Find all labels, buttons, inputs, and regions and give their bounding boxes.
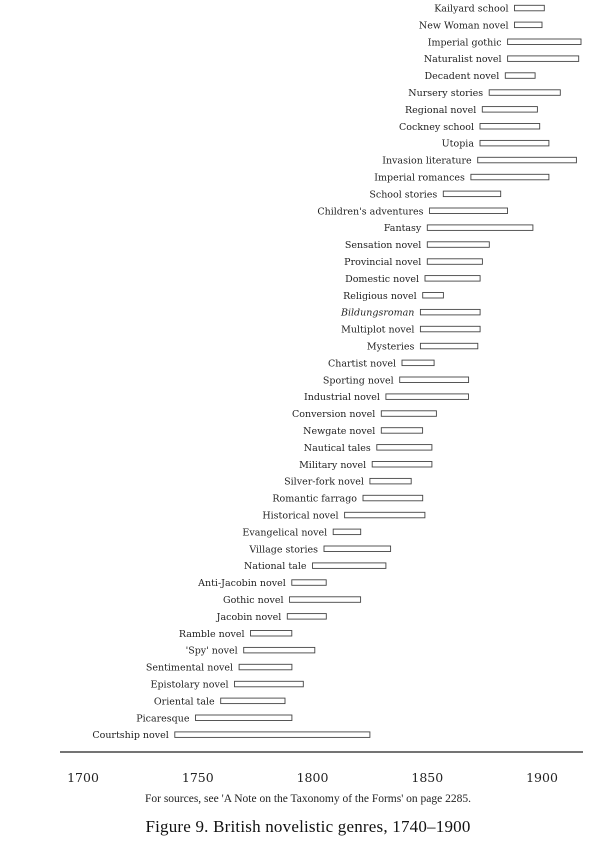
genre-bar <box>429 207 508 214</box>
genre-bar <box>424 275 481 282</box>
genre-label: Sporting novel <box>323 375 394 386</box>
genre-label: Picaresque <box>136 713 190 724</box>
genre-bar <box>507 55 580 62</box>
genre-bar <box>481 106 538 113</box>
genre-bar <box>250 630 293 637</box>
genre-label: School stories <box>369 189 437 200</box>
genre-bar <box>426 258 483 265</box>
genre-label: Oriental tale <box>154 696 215 707</box>
genre-bar <box>376 444 433 451</box>
genre-label: Utopia <box>442 139 475 150</box>
genre-label: National tale <box>244 561 307 572</box>
genre-bar <box>504 72 536 79</box>
genre-bar <box>220 697 286 705</box>
genre-label: Multiplot novel <box>341 325 414 336</box>
genre-label: Sentimental novel <box>146 663 233 674</box>
genre-label: Military novel <box>299 460 366 471</box>
genre-label: Newgate novel <box>303 426 375 437</box>
genre-bar <box>419 325 481 333</box>
genre-bar <box>369 477 412 485</box>
genre-label: Silver-fork novel <box>284 477 364 488</box>
genre-bar <box>371 461 433 468</box>
genre-label: Invasion literature <box>382 156 472 167</box>
x-tick-label: 1800 <box>297 770 329 785</box>
figure-caption: Figure 9. British novelistic genres, 174… <box>145 817 471 836</box>
genre-bar <box>344 511 426 519</box>
genre-bar <box>514 21 543 29</box>
genre-bar <box>401 359 435 367</box>
genre-bar <box>380 427 424 434</box>
genre-bar <box>312 562 387 569</box>
genre-label: Sensation novel <box>345 240 421 251</box>
genre-label: Bildungsroman <box>340 308 414 319</box>
genre-bar <box>419 308 481 316</box>
genre-bar <box>479 123 541 130</box>
genre-bar <box>426 241 490 248</box>
genre-label: Anti-Jacobin novel <box>197 578 286 589</box>
genre-label: Nursery stories <box>408 88 483 99</box>
genre-bar <box>243 646 316 654</box>
genre-bar <box>470 173 550 181</box>
genre-label: Nautical tales <box>304 443 371 454</box>
genre-label: Conversion novel <box>292 409 375 420</box>
genre-bar <box>477 156 577 164</box>
source-note: For sources, see 'A Note on the Taxonomy… <box>144 793 472 805</box>
genre-bar <box>479 139 550 147</box>
genre-label: Children's adventures <box>317 206 423 217</box>
genre-bar <box>422 292 444 299</box>
genre-bar <box>488 89 561 96</box>
x-tick-label: 1750 <box>182 770 214 785</box>
genre-label: Historical novel <box>262 511 338 522</box>
x-tick-label: 1700 <box>67 770 99 785</box>
genre-label: Imperial gothic <box>428 37 502 48</box>
genre-label: Regional novel <box>405 105 476 116</box>
genre-bar <box>514 4 545 12</box>
genre-bar <box>234 680 304 688</box>
genre-label: Industrial novel <box>304 392 380 403</box>
genre-label: Provincial novel <box>344 257 421 268</box>
genre-bar <box>332 528 362 536</box>
genre-label: 'Spy' novel <box>186 646 238 657</box>
genre-label: Courtship novel <box>92 730 168 741</box>
genre-bar <box>174 731 371 738</box>
genre-label: Fantasy <box>384 223 422 234</box>
genre-bar <box>507 38 582 45</box>
genre-label: Evangelical novel <box>242 527 327 538</box>
genre-label: Epistolary novel <box>151 680 229 691</box>
genre-label: Cockney school <box>399 122 474 133</box>
genre-label: Kailyard school <box>434 4 508 15</box>
genre-label: Gothic novel <box>223 595 284 606</box>
genre-label: Romantic farrago <box>272 494 357 505</box>
genre-bar <box>362 494 424 502</box>
genre-label: Mysteries <box>367 342 415 353</box>
genre-label: New Woman novel <box>419 20 509 31</box>
genre-bar <box>289 596 362 603</box>
x-tick-label: 1900 <box>526 770 558 785</box>
genre-bar <box>286 613 327 620</box>
genre-bar <box>380 410 437 417</box>
genre-bar <box>385 393 469 400</box>
genre-bar <box>291 579 327 586</box>
genre-label: Imperial romances <box>374 173 465 184</box>
genre-bar <box>195 714 293 721</box>
genre-bar <box>323 545 392 552</box>
genre-label: Ramble novel <box>179 629 245 640</box>
genre-bar <box>442 190 502 198</box>
genre-bar <box>399 376 470 383</box>
genre-label: Chartist novel <box>328 358 396 369</box>
genre-bar <box>419 342 479 350</box>
x-tick-label: 1850 <box>411 770 443 785</box>
genre-bar <box>426 224 534 231</box>
genre-label: Religious novel <box>343 291 417 302</box>
genre-label: Jacobin novel <box>216 612 282 623</box>
genre-label: Decadent novel <box>425 71 500 82</box>
genre-bar <box>238 663 293 671</box>
genre-label: Domestic novel <box>345 274 419 285</box>
genre-label: Naturalist novel <box>424 54 502 65</box>
genre-label: Village stories <box>248 544 318 555</box>
